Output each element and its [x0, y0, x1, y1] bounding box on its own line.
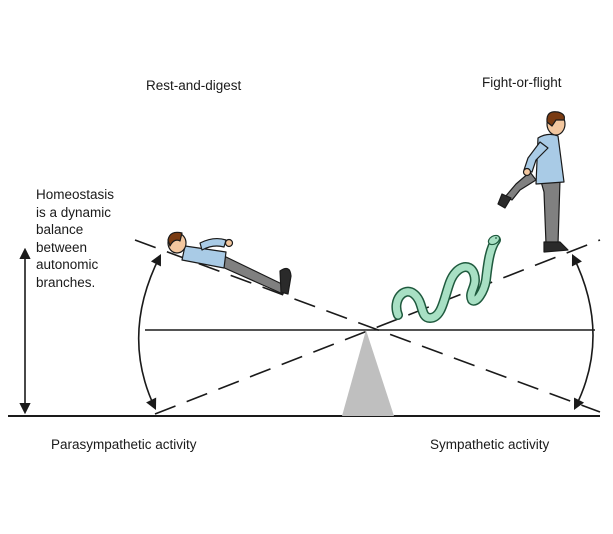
- homeostasis-line: autonomic: [36, 257, 99, 272]
- right-arc-arrow: [571, 253, 594, 410]
- rest-and-digest-label: Rest-and-digest: [146, 78, 242, 93]
- homeostasis-line: is a dynamic: [36, 204, 112, 220]
- fight-or-flight-label: Fight-or-flight: [482, 75, 562, 90]
- parasympathetic-activity-label: Parasympathetic activity: [51, 437, 197, 452]
- snake-icon: [391, 234, 501, 323]
- homeostasis-line: Homeostasis: [36, 187, 115, 202]
- reclining-man-icon: [167, 231, 292, 295]
- sympathetic-activity-label: Sympathetic activity: [430, 437, 550, 452]
- fulcrum-triangle: [342, 330, 394, 416]
- homeostasis-line: balance: [36, 222, 84, 237]
- homeostasis-line: branches.: [36, 274, 96, 290]
- homeostasis-line: between: [36, 239, 88, 255]
- left-arc-arrow: [137, 254, 162, 411]
- homeostasis-caption: Homeostasis is a dynamic balance between…: [36, 186, 114, 291]
- running-man-icon: [497, 111, 569, 253]
- dashed-beam-left-up: [134, 239, 601, 413]
- dashed-beam-right-up: [154, 239, 601, 415]
